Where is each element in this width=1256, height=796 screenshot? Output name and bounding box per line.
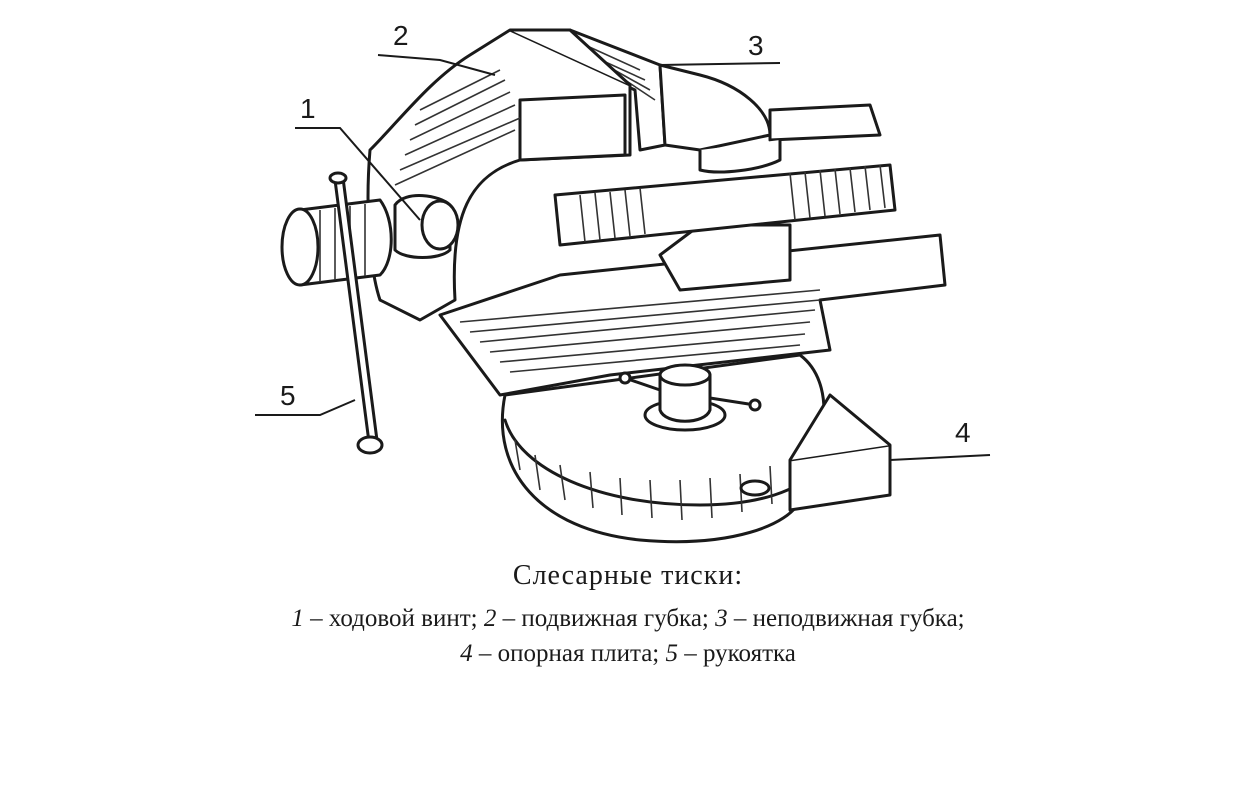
caption-title: Слесарные тиски: (512, 560, 744, 591)
callout-leaders (255, 54, 991, 461)
legend-text-5: – рукоятка (678, 640, 796, 667)
legend-number-1: 1 (291, 605, 304, 632)
legend-text-1: – ходовой винт; (303, 605, 484, 632)
callout-5: 5 (280, 380, 296, 411)
swivel-base (500, 353, 826, 544)
legend-number-2: 2 (483, 605, 497, 632)
legend-number-4: 4 (460, 640, 473, 667)
callout-1: 1 (300, 93, 316, 124)
legend-number-3: 3 (715, 605, 728, 632)
caption-legend-line-1: 1 – ходовой винт; 2 – подвижная губка; 3… (0, 605, 1256, 633)
handle-bar (328, 171, 384, 455)
screw-head (280, 194, 460, 287)
swivel-lock-bolt (618, 363, 762, 432)
callout-4: 4 (955, 417, 971, 448)
legend-text-4: – опорная плита; (472, 640, 666, 667)
callout-3: 3 (748, 30, 764, 61)
legend-number-5: 5 (665, 640, 679, 667)
lead-screw (553, 163, 897, 247)
callout-2: 2 (393, 20, 409, 51)
support-plate (739, 393, 892, 512)
vise-body (438, 223, 947, 397)
legend-text-3: – неподвижная губка; (727, 605, 965, 632)
legend-text-2: – подвижная губка; (496, 605, 716, 632)
caption-legend-line-2: 4 – опорная плита; 5 – рукоятка (0, 640, 1256, 668)
